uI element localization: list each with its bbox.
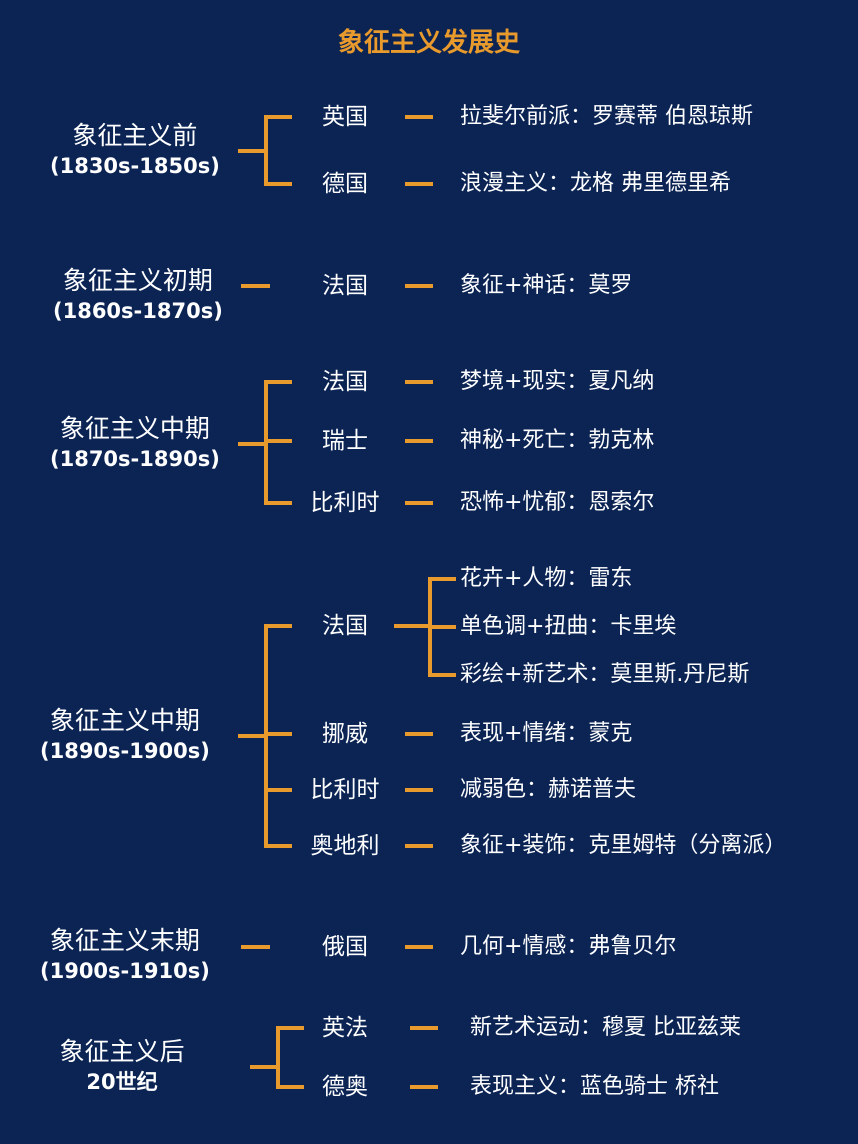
artist-item: 几何+情感：弗鲁贝尔 (460, 934, 677, 959)
country-label: 法国 (322, 273, 368, 299)
country-label: 德奥 (322, 1074, 368, 1100)
period-name: 象征主义后 (59, 1037, 185, 1066)
country-label: 法国 (322, 613, 368, 639)
period-years: (1900s-1910s) (40, 959, 210, 983)
artist-item: 单色调+扭曲：卡里埃 (460, 614, 677, 639)
artist-item: 新艺术运动：穆夏 比亚兹莱 (470, 1015, 741, 1040)
country-label: 俄国 (322, 934, 368, 960)
period-years: (1890s-1900s) (40, 739, 210, 763)
period-label: 象征主义初期 (1860s-1870s) (53, 265, 223, 327)
artist-item: 象征+装饰：克里姆特（分离派） (460, 833, 787, 858)
country-label: 奥地利 (310, 833, 380, 859)
artist-item: 彩绘+新艺术：莫里斯.丹尼斯 (460, 662, 750, 687)
country-label: 瑞士 (322, 428, 368, 454)
country-label: 挪威 (322, 721, 368, 747)
period-years: (1860s-1870s) (53, 299, 223, 323)
period-name: 象征主义中期 (59, 414, 210, 443)
period-name: 象征主义末期 (49, 926, 200, 955)
artist-item: 神秘+死亡：勃克林 (460, 428, 655, 453)
period-name: 象征主义初期 (62, 266, 213, 295)
period-years: (1830s-1850s) (50, 154, 220, 178)
period-name: 象征主义前 (72, 121, 198, 150)
country-label: 英法 (322, 1015, 368, 1041)
period-label: 象征主义后 20世纪 (60, 1036, 185, 1098)
country-label: 法国 (322, 369, 368, 395)
period-name: 象征主义中期 (49, 706, 200, 735)
period-label: 象征主义前 (1830s-1850s) (50, 120, 220, 182)
page-title: 象征主义发展史 (337, 28, 520, 58)
country-label: 英国 (322, 104, 368, 130)
country-label: 德国 (322, 171, 368, 197)
artist-item: 花卉+人物：雷东 (460, 566, 633, 591)
period-years: 20世纪 (86, 1070, 158, 1094)
period-label: 象征主义末期 (1900s-1910s) (40, 925, 210, 987)
artist-item: 象征+神话：莫罗 (460, 273, 633, 298)
artist-item: 减弱色：赫诺普夫 (460, 777, 637, 802)
country-label: 比利时 (310, 490, 380, 516)
artist-item: 恐怖+忧郁：恩索尔 (460, 490, 655, 515)
period-label: 象征主义中期 (1870s-1890s) (50, 413, 220, 475)
period-years: (1870s-1890s) (50, 447, 220, 471)
artist-item: 表现主义：蓝色骑士 桥社 (470, 1074, 719, 1099)
period-label: 象征主义中期 (1890s-1900s) (40, 705, 210, 767)
artist-item: 梦境+现实：夏凡纳 (460, 369, 655, 394)
artist-item: 拉斐尔前派：罗赛蒂 伯恩琼斯 (460, 104, 753, 129)
artist-item: 表现+情绪：蒙克 (460, 721, 633, 746)
country-label: 比利时 (310, 777, 380, 803)
artist-item: 浪漫主义：龙格 弗里德里希 (460, 171, 731, 196)
